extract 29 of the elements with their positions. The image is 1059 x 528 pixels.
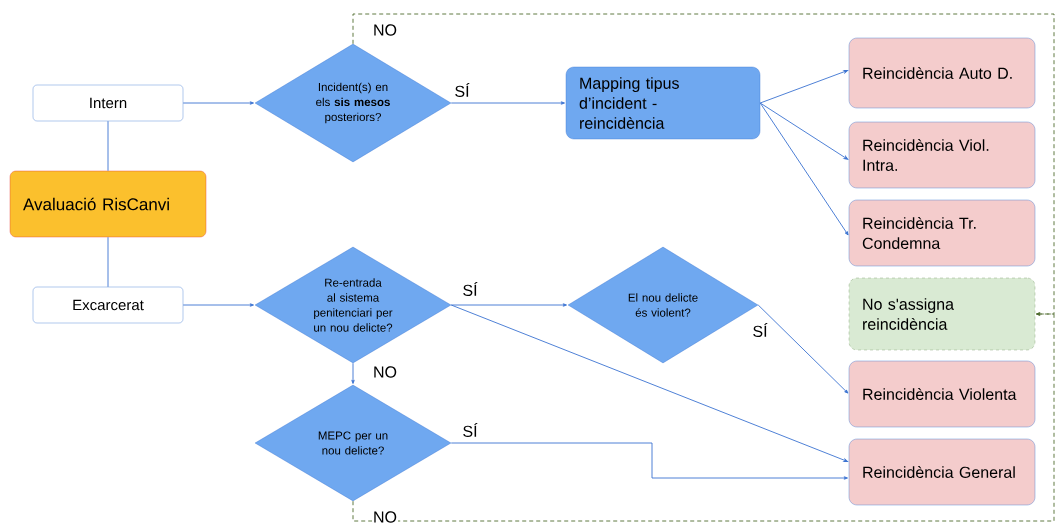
edge-label: NO	[372, 510, 398, 524]
arrow	[759, 102, 849, 160]
edge-label: SÍ	[461, 281, 479, 297]
edge-label: SÍ	[461, 422, 479, 438]
outcome-box: Reincidència Violenta	[848, 360, 1036, 428]
arrow	[759, 70, 849, 104]
arrow	[450, 303, 567, 307]
arrow	[182, 303, 254, 307]
outcome-box: Reincidència Viol. Intra.	[848, 121, 1036, 189]
outcome-box: Reincidència Tr. Condemna	[848, 199, 1036, 267]
outcome-box: Reincidència General	[848, 438, 1036, 506]
outcome-box: No s'assigna reincidència	[848, 277, 1036, 351]
process-box: Intern	[32, 84, 184, 122]
arrow	[182, 101, 254, 105]
arrow	[450, 304, 849, 462]
edge-label: SÍ	[453, 82, 471, 98]
arrow	[352, 13, 1055, 316]
process-box: Mapping tipus d’incident - reincidència	[565, 66, 761, 140]
process-box: Excarcerat	[32, 286, 184, 324]
arrow	[759, 102, 849, 236]
outcome-box: Reincidència Auto D.	[848, 37, 1036, 109]
edge-label: NO	[372, 23, 398, 37]
start-box: Avaluació RisCanvi	[9, 170, 207, 238]
arrow	[352, 312, 1055, 522]
arrow	[450, 101, 565, 105]
arrow	[757, 304, 849, 394]
arrow	[351, 362, 355, 384]
arrow	[450, 442, 848, 480]
edge-label: NO	[372, 365, 398, 379]
